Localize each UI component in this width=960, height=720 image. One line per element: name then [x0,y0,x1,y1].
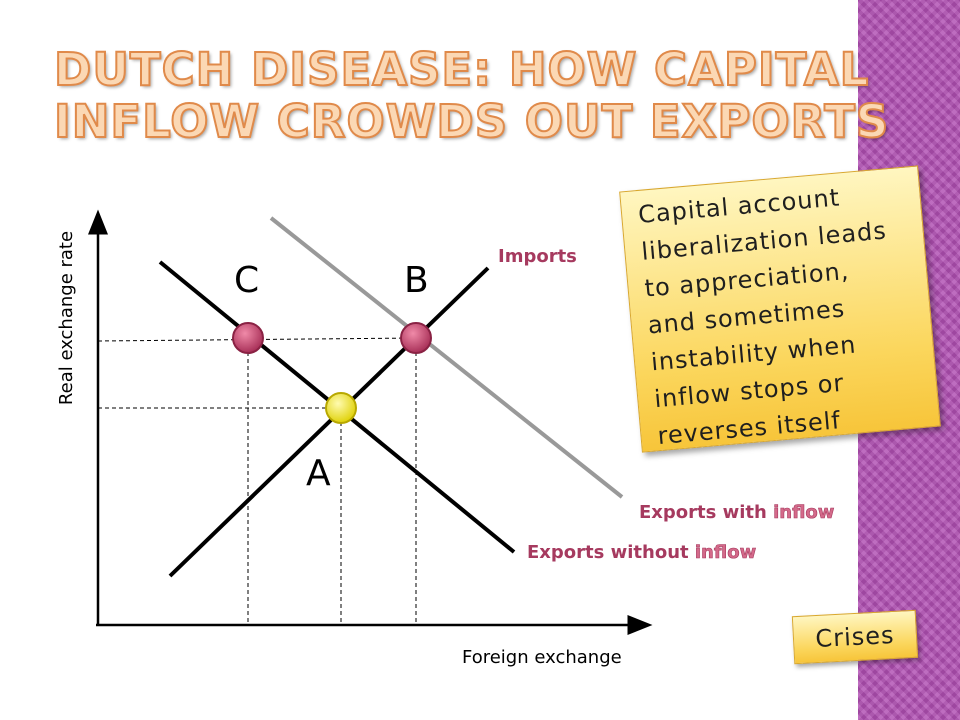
exports-with-inflow-label: Exports with inflow [639,502,834,523]
exports-with-inflow-label-accent: inflow [773,502,834,523]
x-axis-label: Foreign exchange [462,647,622,668]
exports-with-inflow-curve [269,216,624,499]
point-a-marker [325,392,357,424]
slide-title-line-1: Dutch Disease: How Capital [53,43,870,97]
point-c-marker [232,322,264,354]
slide-title-line-2: Inflow Crowds out Exports [53,95,890,149]
callout-text: Capital account liberalization leads to … [637,173,931,455]
exports-without-inflow-label: Exports without inflow [527,542,756,563]
point-b-marker [400,322,432,354]
exports-without-inflow-label-accent: inflow [695,542,756,563]
exports-without-inflow-label-main: Exports without [527,542,695,563]
point-c-label: C [234,260,259,301]
point-a-label: A [306,453,331,494]
slide-title: Dutch Disease: How Capital Inflow Crowds… [53,43,890,149]
callout-note: Capital account liberalization leads to … [619,165,941,455]
exports-with-inflow-label-main: Exports with [639,502,773,523]
crises-button[interactable]: Crises [791,609,919,665]
imports-curve [168,266,490,578]
imports-label: Imports [498,246,577,267]
y-axis-label: Real exchange rate [56,231,77,405]
point-b-label: B [404,260,429,301]
